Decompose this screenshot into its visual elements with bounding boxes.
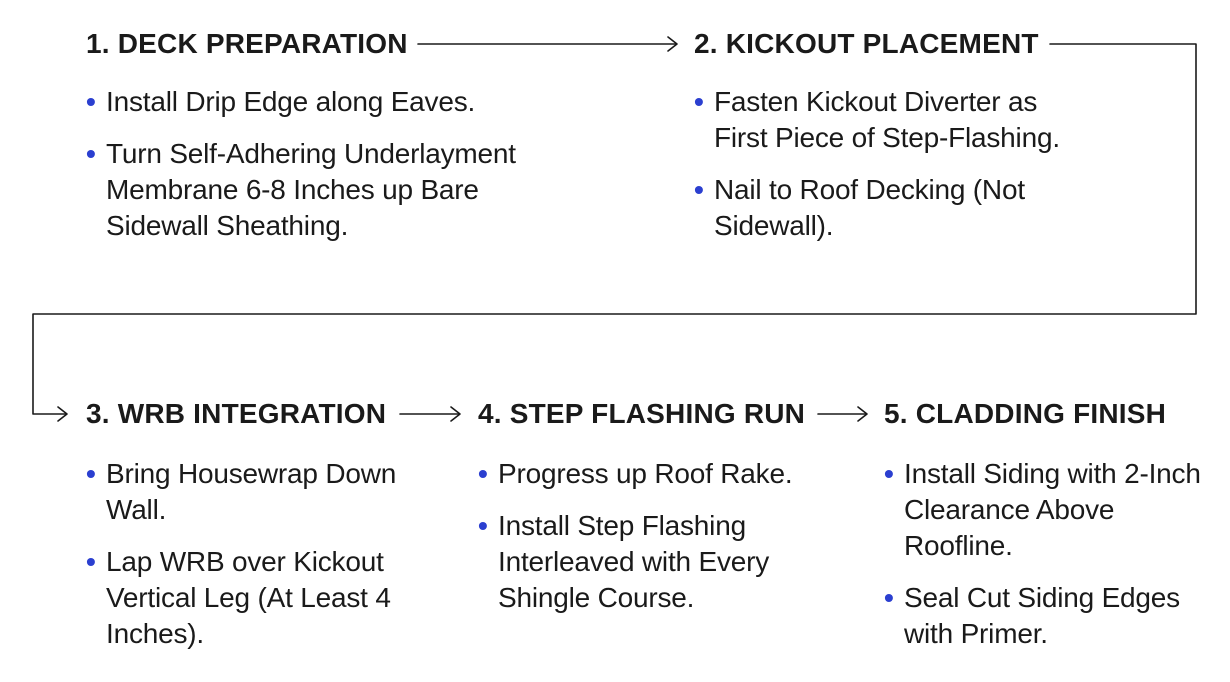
arrowhead-3-to-4 xyxy=(450,406,461,422)
step-bullet-list: •Bring Housewrap Down Wall. •Lap WRB ove… xyxy=(86,456,406,668)
arrowhead-2-to-3 xyxy=(57,406,68,422)
bullet-dot-icon: • xyxy=(884,582,894,613)
bullet-dot-icon: • xyxy=(478,458,488,489)
list-item: •Nail to Roof Decking (Not Sidewall). xyxy=(694,174,1025,241)
step-bullet-list: •Fasten Kickout Diverter as First Piece … xyxy=(694,84,1094,260)
bullet-dot-icon: • xyxy=(884,458,894,489)
list-item: •Fasten Kickout Diverter as First Piece … xyxy=(694,86,1060,153)
list-item: •Lap WRB over Kickout Vertical Leg (At L… xyxy=(86,546,391,649)
bullet-dot-icon: • xyxy=(694,86,704,117)
step-title: 2. KICKOUT PLACEMENT xyxy=(694,28,1039,59)
list-item: •Progress up Roof Rake. xyxy=(478,456,828,492)
step-bullet-list: •Install Drip Edge along Eaves. •Turn Se… xyxy=(86,84,556,260)
step-title: 5. CLADDING FINISH xyxy=(884,398,1167,429)
arrowhead-1-to-2 xyxy=(667,36,678,52)
bullet-dot-icon: • xyxy=(86,86,96,117)
step-title: 4. STEP FLASHING RUN xyxy=(478,398,806,429)
step-title: 1. DECK PREPARATION xyxy=(86,28,408,59)
list-item: •Seal Cut Siding Edges with Primer. xyxy=(884,582,1180,649)
step-bullet-list: •Progress up Roof Rake. •Install Step Fl… xyxy=(478,456,828,632)
arrowhead-4-to-5 xyxy=(857,406,868,422)
bullet-dot-icon: • xyxy=(86,546,96,577)
step-bullet-list: •Install Siding with 2-Inch Clearance Ab… xyxy=(884,456,1204,668)
connector-2-to-3 xyxy=(32,43,1197,415)
bullet-dot-icon: • xyxy=(86,138,96,169)
list-item: •Install Drip Edge along Eaves. xyxy=(86,84,556,120)
bullet-dot-icon: • xyxy=(86,458,96,489)
list-item: •Turn Self-Adhering Underlayment Membran… xyxy=(86,138,516,241)
bullet-dot-icon: • xyxy=(694,174,704,205)
list-item: •Bring Housewrap Down Wall. xyxy=(86,458,397,525)
bullet-dot-icon: • xyxy=(478,510,488,541)
list-item: •Install Siding with 2-Inch Clearance Ab… xyxy=(884,458,1201,561)
list-item: •Install Step Flashing Interleaved with … xyxy=(478,510,770,613)
step-title: 3. WRB INTEGRATION xyxy=(86,398,387,429)
